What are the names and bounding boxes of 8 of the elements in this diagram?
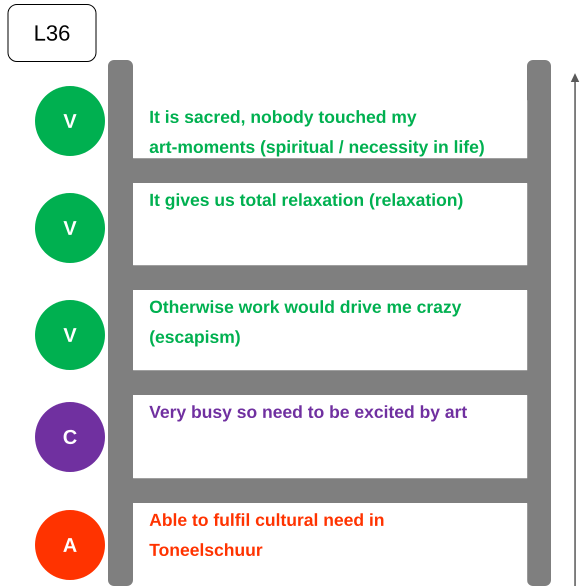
node-label: Able to fulfil cultural need in Toneelschuur <box>149 513 384 556</box>
statement-box: It gives us total relaxation (relaxation) <box>133 183 528 266</box>
node-label: It is sacred, nobody touched my art-moments (spiritual / necessity in life) <box>150 110 484 157</box>
label-box: L36 <box>8 4 96 62</box>
statement-box: Otherwise work would drive me crazy (escapism) <box>133 290 528 370</box>
statement-box: Able to fulfil cultural need in Toneelschuur <box>133 503 528 586</box>
statement-box: Very busy so need to be excited by art <box>133 395 528 478</box>
statement-box: It is sacred, nobody touched my art-moments (spiritual / necessity in life) <box>133 100 528 158</box>
